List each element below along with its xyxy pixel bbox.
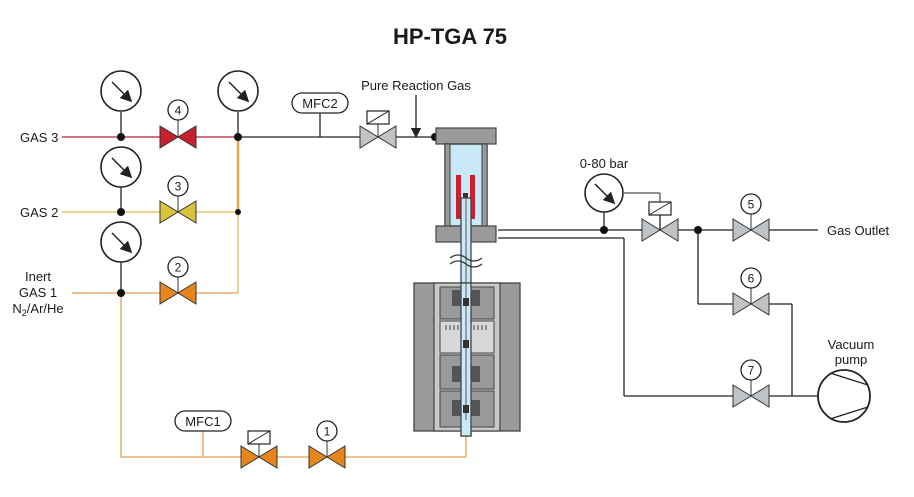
pressure-regulator-valve[interactable] (624, 192, 679, 242)
tga-instrument (413, 127, 521, 437)
valve-2[interactable]: 2 (159, 256, 197, 305)
valve-6-number: 6 (748, 272, 755, 286)
valve-7-number: 7 (748, 364, 755, 378)
valve-7[interactable]: 7 (732, 359, 770, 408)
valve-2-number: 2 (175, 261, 182, 275)
pure-reaction-gas-label: Pure Reaction Gas (361, 78, 471, 93)
valve-3-number: 3 (175, 180, 182, 194)
valve-6-badge (740, 267, 762, 289)
mfc2-control-valve[interactable] (359, 110, 397, 149)
pressure-range-label: 0-80 bar (580, 156, 629, 171)
vacuum-pump (817, 369, 871, 423)
valve-7-badge (740, 359, 762, 381)
valve-2-badge (167, 256, 189, 278)
gas-outlet-label: Gas Outlet (827, 223, 890, 238)
valve-4[interactable]: 4 (159, 99, 197, 149)
mfc1-box[interactable]: MFC1 (174, 410, 232, 432)
mfc2-box[interactable]: MFC2 (291, 92, 349, 114)
pipes (62, 112, 818, 458)
valve-4-badge (167, 99, 189, 121)
valve-1-number: 1 (324, 425, 331, 439)
gas2-label: GAS 2 (20, 205, 58, 220)
mfc1-control-valve[interactable] (240, 430, 278, 469)
heater-left (456, 175, 461, 219)
pressure-gauge-outlet (584, 173, 624, 213)
vacuum-pump-label-line1: Vacuum (828, 337, 875, 352)
valve-5-badge (740, 193, 762, 215)
valve-5[interactable]: 5 (732, 193, 770, 242)
valve-1[interactable]: 1 (308, 420, 346, 469)
mfc1-label: MFC1 (185, 414, 220, 429)
valve-6[interactable]: 6 (732, 267, 770, 316)
gas1-label-line1: Inert (25, 269, 51, 284)
valve-3-badge (167, 175, 189, 197)
valve-5-number: 5 (748, 198, 755, 212)
valve-3[interactable]: 3 (159, 175, 197, 224)
gas1-label-line3: N2/Ar/He (12, 301, 63, 318)
valve-4-number: 4 (175, 104, 182, 118)
junctions (117, 133, 702, 297)
pressure-gauge-mix (217, 70, 259, 112)
gas1-label-line2: GAS 1 (19, 285, 57, 300)
pressure-gauge-gas2 (100, 146, 142, 188)
page-title: HP-TGA 75 (393, 24, 507, 49)
mfc2-label: MFC2 (302, 96, 337, 111)
gas3-label: GAS 3 (20, 130, 58, 145)
pressure-gauge-gas1 (100, 221, 142, 263)
heater-right (470, 175, 475, 219)
pressure-gauge-gas3 (100, 70, 142, 112)
vacuum-pump-label-line2: pump (835, 352, 868, 367)
valve-1-badge (316, 420, 338, 442)
